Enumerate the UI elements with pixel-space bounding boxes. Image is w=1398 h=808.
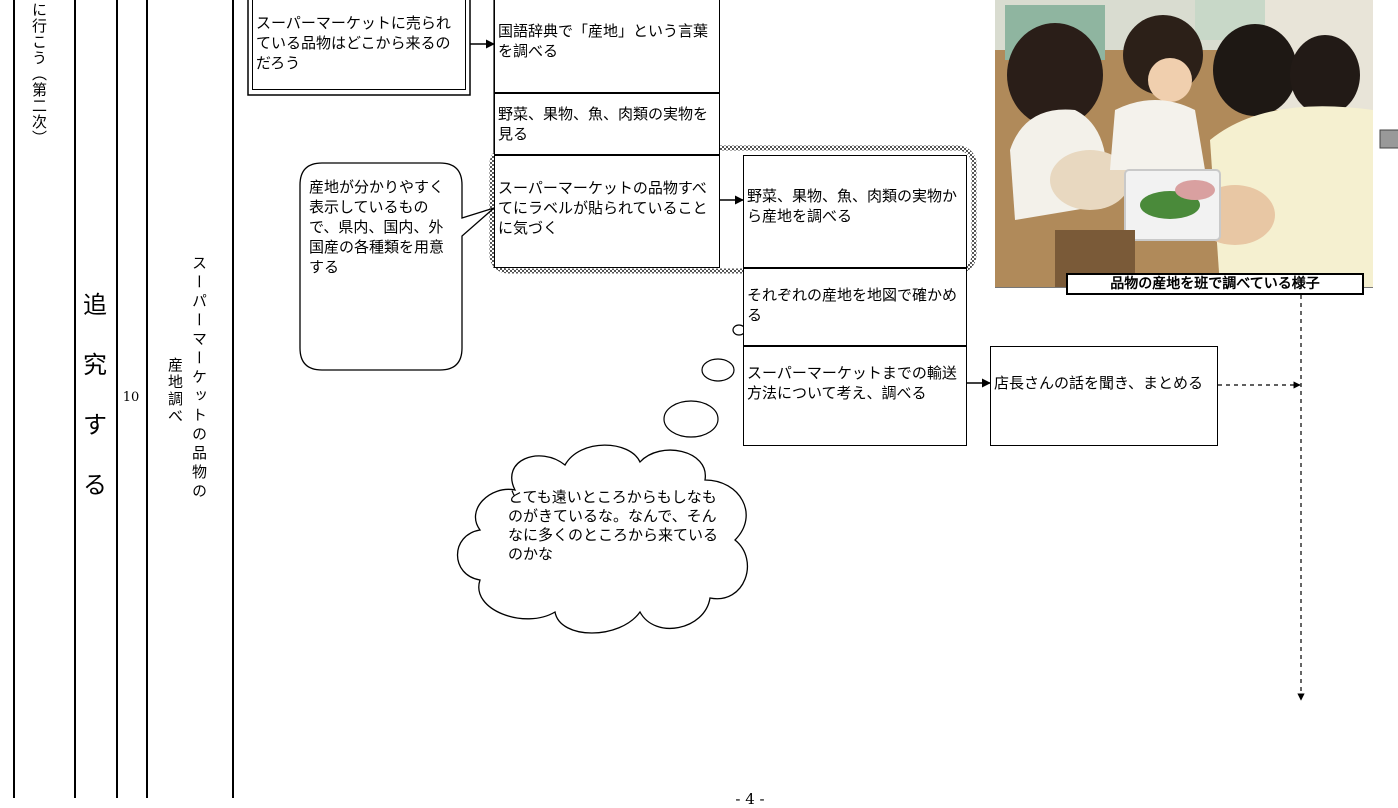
transport-box: スーパーマーケットまでの輸送方法について考え、調べる <box>743 346 967 446</box>
column-line-2 <box>74 0 76 798</box>
real-items-box: 野菜、果物、魚、肉類の実物を見る <box>494 93 720 155</box>
thought-dot-large <box>663 400 719 438</box>
map-box: それぞれの産地を地図で確かめる <box>743 268 967 346</box>
stage-label: 追 究 す る <box>74 285 116 525</box>
column-line-3 <box>116 0 118 798</box>
stage-char: る <box>83 471 107 499</box>
column-line-5 <box>232 0 234 798</box>
students-photo-illustration <box>995 0 1373 287</box>
hours-count: 10 <box>122 390 140 405</box>
stage-char: す <box>83 411 107 439</box>
manager-box: 店長さんの話を聞き、まとめる <box>990 346 1218 446</box>
previous-unit-title-fragment: に行こう（第二次） <box>30 2 48 146</box>
question-box-outer-border <box>247 0 471 96</box>
students-photo <box>995 0 1373 288</box>
thought-cloud <box>457 444 749 634</box>
thought-text: とても遠いところからもしなものがきているな。なんで、そんなに多くのところから来て… <box>508 488 719 563</box>
stage-char: 追 <box>83 291 107 319</box>
label-notice-box: スーパーマーケットの品物すべてにラベルが貼られていることに気づく <box>494 155 720 268</box>
column-line-1 <box>13 0 15 798</box>
question-box: スーパーマーケットに売られている品物はどこから来るのだろう <box>252 0 466 90</box>
page-number: - 4 - <box>735 790 765 808</box>
unit-title-line-2: 産地調べ <box>166 357 184 425</box>
photo-caption: 品物の産地を班で調べている様子 <box>1066 273 1364 295</box>
dictionary-box: 国語辞典で「産地」という言葉を調べる <box>494 0 720 93</box>
column-line-4 <box>146 0 148 798</box>
unit-title-line-1: スーパーマーケットの品物の <box>190 255 208 502</box>
teacher-note-bubble <box>299 162 495 371</box>
teacher-note-text: 産地が分かりやすく表示しているもので、県内、国内、外国産の各種類を用意する <box>309 178 445 276</box>
thought-dot-medium <box>701 358 735 382</box>
origin-research-box: 野菜、果物、魚、肉類の実物から産地を調べる <box>743 155 967 268</box>
stage-char: 究 <box>83 351 107 379</box>
